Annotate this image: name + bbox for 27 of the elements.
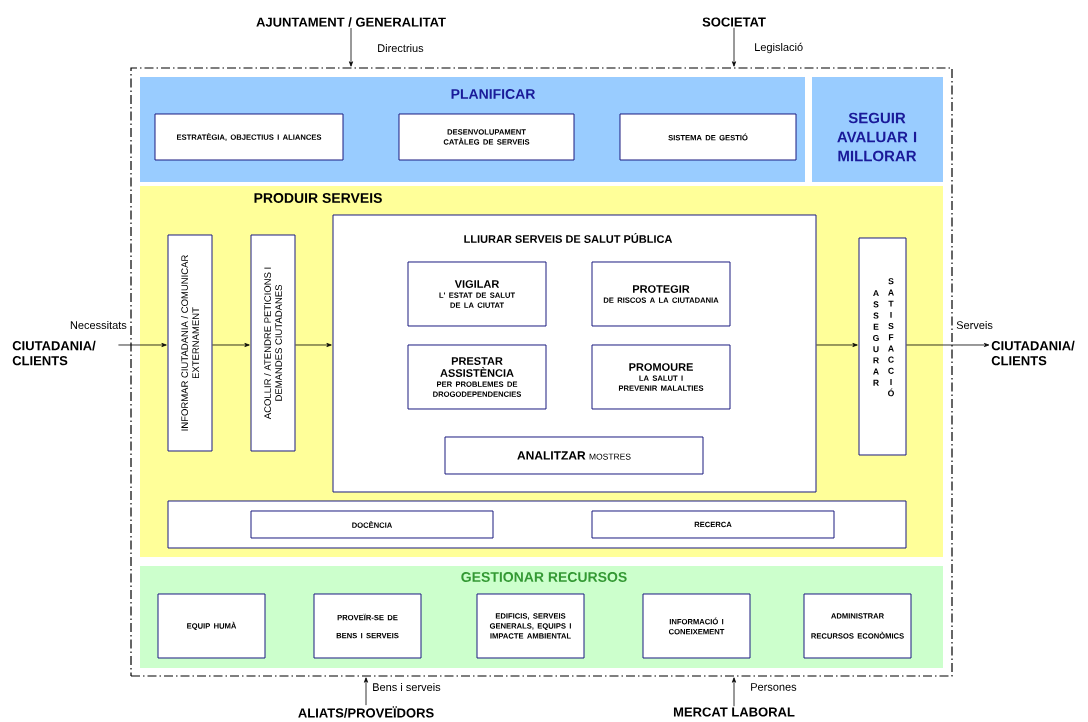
- arrow: [732, 677, 736, 707]
- process-box: ANALITZAR MOSTRES: [444, 436, 704, 475]
- actor-label: ALIATS/PROVEÏDORS: [298, 706, 434, 718]
- process-box: INFORMAR CIUTADANIA / COMUNICAR EXTERNAMENT: [167, 234, 213, 452]
- edge-label: Persones: [749, 682, 798, 692]
- actor-label: AJUNTAMENT / GENERALITAT: [256, 17, 446, 27]
- arrow: [212, 343, 250, 347]
- arrow: [295, 343, 332, 347]
- arrow: [349, 27, 353, 67]
- actor-label: CIUTADANIA/ CLIENTS: [991, 340, 1075, 366]
- process-box: ASSEGURAR SATISFACCIÓ: [858, 237, 907, 456]
- arrow: [816, 343, 858, 347]
- arrow: [732, 27, 736, 67]
- edge-label: Legislació: [753, 41, 805, 55]
- arrow: [364, 677, 368, 706]
- actor-label: MERCAT LABORAL: [673, 707, 795, 717]
- arrow: [906, 343, 990, 347]
- system-boundary: [130, 67, 953, 677]
- actor-label: CIUTADANIA/ CLIENTS: [12, 340, 96, 366]
- edge-label: Necessitats: [68, 319, 128, 331]
- process-band: SEGUIR AVALUAR I MILLORAR: [812, 77, 943, 182]
- edge-label: Bens i serveis: [371, 681, 442, 693]
- edge-label: Serveis: [955, 319, 994, 331]
- edge-label: Directrius: [376, 42, 425, 54]
- actor-label: SOCIETAT: [702, 17, 766, 27]
- arrow: [118, 343, 167, 347]
- process-box: ACOLLIR / ATENDRE PETICIONS I DEMANDES CIUTADANES: [250, 234, 296, 452]
